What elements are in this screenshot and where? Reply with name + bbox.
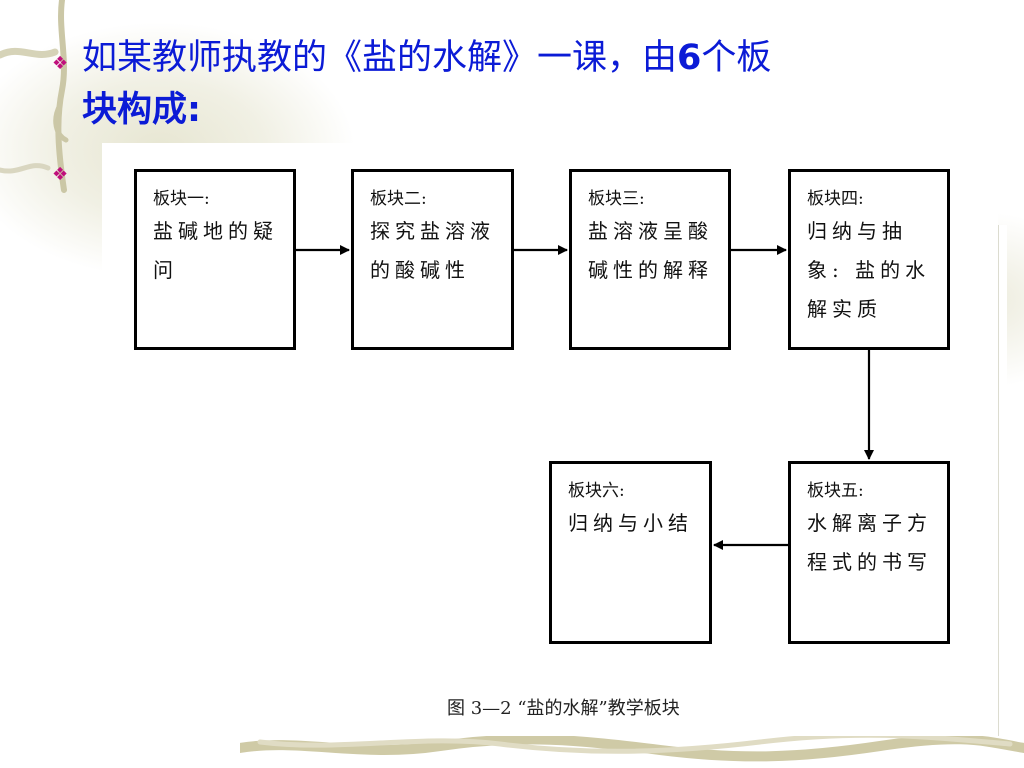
title-text-line2: 块构成: <box>82 90 201 130</box>
block-6: 板块六: 归纳与小结 <box>549 461 712 644</box>
block-text: 水解离子方程式的书写 <box>807 511 932 574</box>
slide-title-line-1: ❖ 如某教师执教的《盐的水解》一课，由6个板 <box>52 34 771 88</box>
slide-title-line-2: 块构成: <box>82 86 201 134</box>
block-label: 板块三: <box>588 189 645 209</box>
figure-edge <box>998 225 1007 736</box>
block-3: 板块三: 盐溶液呈酸碱性的解释 <box>569 169 731 350</box>
title-text-suffix: 个板 <box>701 38 772 78</box>
block-label: 板块二: <box>370 189 427 209</box>
block-text: 归纳与小结 <box>568 511 693 535</box>
block-label: 板块四: <box>807 189 864 209</box>
figure-caption: 图 3—2 “盐的水解”教学板块 <box>447 698 680 719</box>
block-5: 板块五: 水解离子方程式的书写 <box>788 461 950 644</box>
block-text: 探究盐溶液的酸碱性 <box>370 219 495 282</box>
bullet-icon: ❖ <box>52 53 69 74</box>
block-label: 板块一: <box>153 189 210 209</box>
title-text-prefix: 如某教师执教的《盐的水解》一课，由 <box>82 38 678 78</box>
block-2: 板块二: 探究盐溶液的酸碱性 <box>351 169 514 350</box>
block-label: 板块五: <box>807 481 864 501</box>
block-text: 盐溶液呈酸碱性的解释 <box>588 219 713 282</box>
vine-decoration-left <box>0 0 69 193</box>
block-text: 盐碱地的疑问 <box>153 219 278 282</box>
title-number: 6 <box>677 38 702 78</box>
block-label: 板块六: <box>568 481 625 501</box>
block-1: 板块一: 盐碱地的疑问 <box>134 169 296 350</box>
block-4: 板块四: 归纳与抽象: 盐的水解实质 <box>788 169 950 350</box>
bullet-icon: ❖ <box>52 164 69 185</box>
block-text: 归纳与抽象: 盐的水解实质 <box>807 219 931 321</box>
